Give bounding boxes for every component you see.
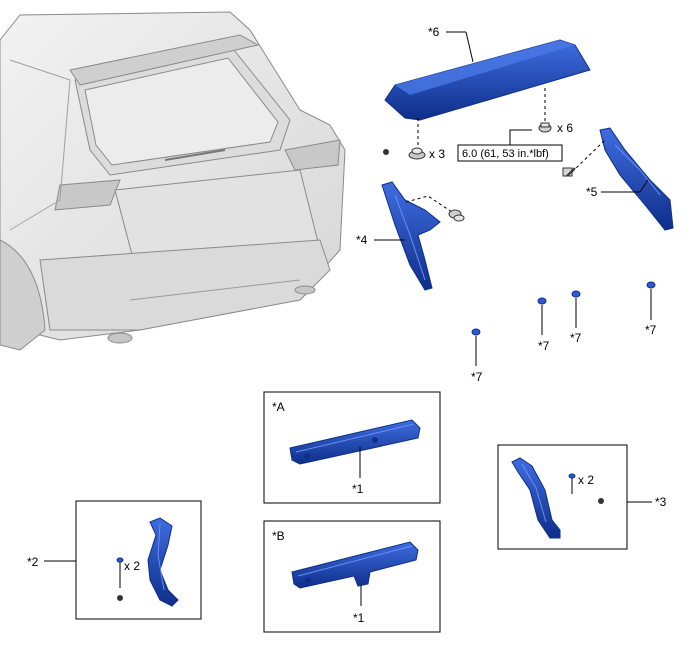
callout-part5: *5	[586, 185, 598, 199]
part2-bracket	[147, 517, 179, 607]
callout-part7-b: *7	[570, 331, 582, 345]
clip-quantity: x 6	[557, 121, 573, 135]
part2-pin-marker	[116, 557, 124, 601]
clip-part7-b	[571, 290, 581, 328]
side-spoiler-right-part	[599, 127, 674, 231]
detail-box-a-label: *A	[272, 400, 285, 414]
leader-part5-b	[639, 179, 649, 193]
part3-pin-quantity: x 2	[578, 473, 594, 487]
callout-part7-a: *7	[538, 339, 550, 353]
detail-box-part2	[75, 500, 202, 620]
part2-pin-quantity: x 2	[124, 559, 140, 573]
callout-part3: *3	[655, 495, 667, 509]
callout-part1-b: *1	[353, 611, 365, 625]
clip-icon	[538, 122, 552, 133]
clip-part7-d	[471, 328, 481, 366]
callout-part2: *2	[27, 555, 39, 569]
dashed-bolt-line-right	[571, 139, 606, 173]
torque-spec-value: 6.0 (61, 53 in.*lbf)	[462, 148, 549, 160]
part3-bracket	[511, 457, 561, 539]
torque-leader	[509, 129, 532, 145]
side-spoiler-left-part	[381, 181, 441, 291]
part1-variant-a	[289, 419, 421, 465]
leader-part6-down	[465, 31, 474, 63]
nut-quantity: x 3	[429, 147, 445, 161]
callout-part7-c: *7	[645, 323, 657, 337]
vehicle-rear-illustration	[0, 11, 346, 351]
dashed-bolt-line-left	[405, 195, 453, 213]
nut-icon	[408, 147, 426, 160]
part1-variant-b	[291, 541, 419, 589]
callout-part1-a: *1	[352, 482, 364, 496]
clip-part7-a	[537, 297, 547, 335]
callout-part4: *4	[356, 233, 368, 247]
bolt-marker-dot	[383, 149, 389, 155]
part3-pin-marker	[568, 473, 604, 504]
torque-spec-box	[457, 144, 563, 162]
spoiler-part	[384, 39, 591, 121]
clip-part7-c	[646, 281, 656, 320]
callout-part6: *6	[428, 25, 440, 39]
bolt-icon-right	[562, 167, 576, 177]
callout-part7-d: *7	[471, 370, 483, 384]
bolt-icon-left	[448, 209, 465, 222]
detail-box-b-label: *B	[272, 529, 285, 543]
